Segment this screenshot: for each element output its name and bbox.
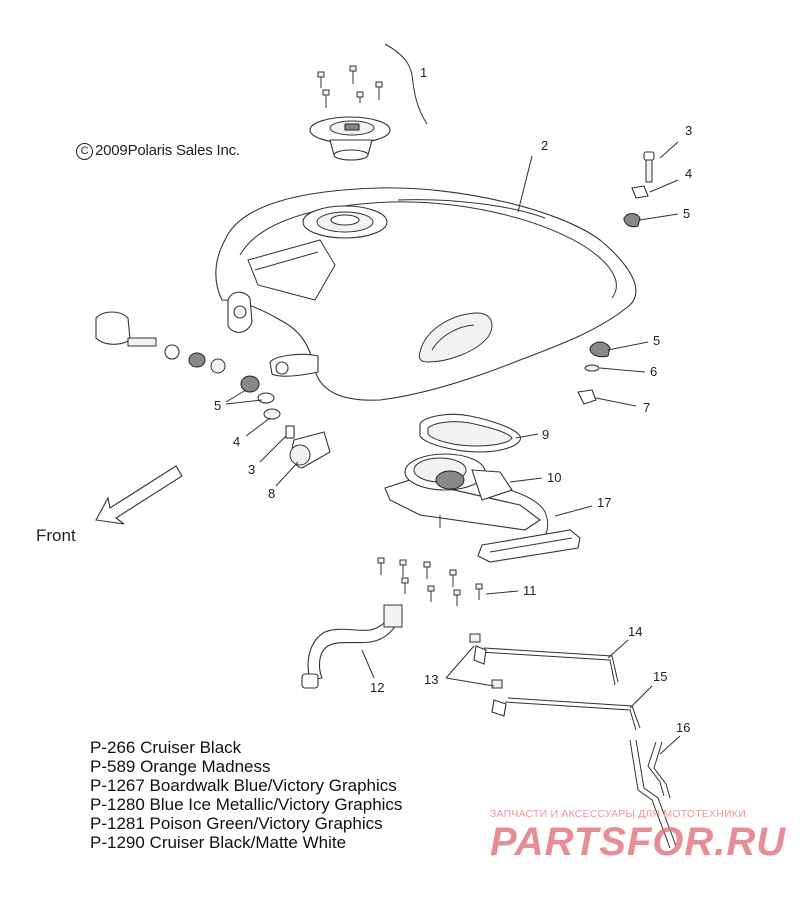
fuel-tank — [215, 187, 637, 401]
callout-15: 15 — [653, 669, 667, 684]
callout-10: 10 — [547, 470, 561, 485]
callout-1: 1 — [420, 65, 427, 80]
hardware-left — [95, 311, 331, 469]
callout-11: 11 — [523, 583, 537, 598]
color-legend: P-266 Cruiser Black P-589 Orange Madness… — [90, 738, 402, 852]
legend-item: P-1290 Cruiser Black/Matte White — [90, 833, 347, 852]
callout-13: 13 — [424, 672, 438, 687]
legend-item: P-1281 Poison Green/Victory Graphics — [90, 814, 383, 833]
callout-5: 5 — [683, 206, 690, 221]
callout-3: 3 — [685, 123, 692, 138]
callout-2: 2 — [541, 138, 548, 153]
fuel-pump-bracket — [477, 529, 581, 563]
callout-16: 16 — [676, 720, 690, 735]
leader-lines — [225, 141, 681, 755]
watermark: ЗАПЧАСТИ И АКСЕССУАРЫ ДЛЯ МОТОТЕХНИКИ PA… — [490, 808, 787, 864]
pump-screws — [377, 557, 483, 606]
hardware-right-middle — [577, 341, 611, 405]
vent-hoses — [629, 739, 677, 849]
front-arrow-icon — [95, 465, 183, 525]
callout-17: 17 — [597, 495, 611, 510]
callout-9: 9 — [542, 427, 549, 442]
legend-item: P-589 Orange Madness — [90, 757, 271, 776]
callout-8: 8 — [268, 486, 275, 501]
watermark-logo: PARTSFOR.RU — [490, 820, 787, 864]
callout-14: 14 — [628, 624, 642, 639]
copyright-text: 2009Polaris Sales Inc. — [95, 142, 240, 159]
callout-4: 4 — [233, 434, 240, 449]
hardware-right-upper — [623, 151, 655, 228]
callout-6: 6 — [650, 364, 657, 379]
fuel-hose-assembly — [301, 604, 403, 689]
callout-7: 7 — [643, 400, 650, 415]
fuel-lines — [469, 633, 641, 731]
watermark-tagline: ЗАПЧАСТИ И АКСЕССУАРЫ ДЛЯ МОТОТЕХНИКИ — [490, 808, 746, 820]
fuel-cap-assembly — [309, 43, 428, 161]
fuel-pump-module — [384, 453, 549, 541]
fuel-pump-gasket — [419, 413, 521, 453]
callout-12: 12 — [370, 680, 384, 695]
copyright-symbol: C — [76, 143, 93, 160]
callout-5: 5 — [214, 398, 221, 413]
legend-item: P-1280 Blue Ice Metallic/Victory Graphic… — [90, 795, 403, 814]
callout-labels: 1 2 3 4 5 5 6 7 9 10 17 11 5 4 3 8 14 15… — [214, 65, 692, 735]
callout-4: 4 — [685, 166, 692, 181]
legend-item: P-266 Cruiser Black — [90, 738, 242, 757]
callout-5: 5 — [653, 333, 660, 348]
callout-3: 3 — [248, 462, 255, 477]
legend-item: P-1267 Boardwalk Blue/Victory Graphics — [90, 776, 397, 795]
front-label: Front — [36, 526, 76, 545]
